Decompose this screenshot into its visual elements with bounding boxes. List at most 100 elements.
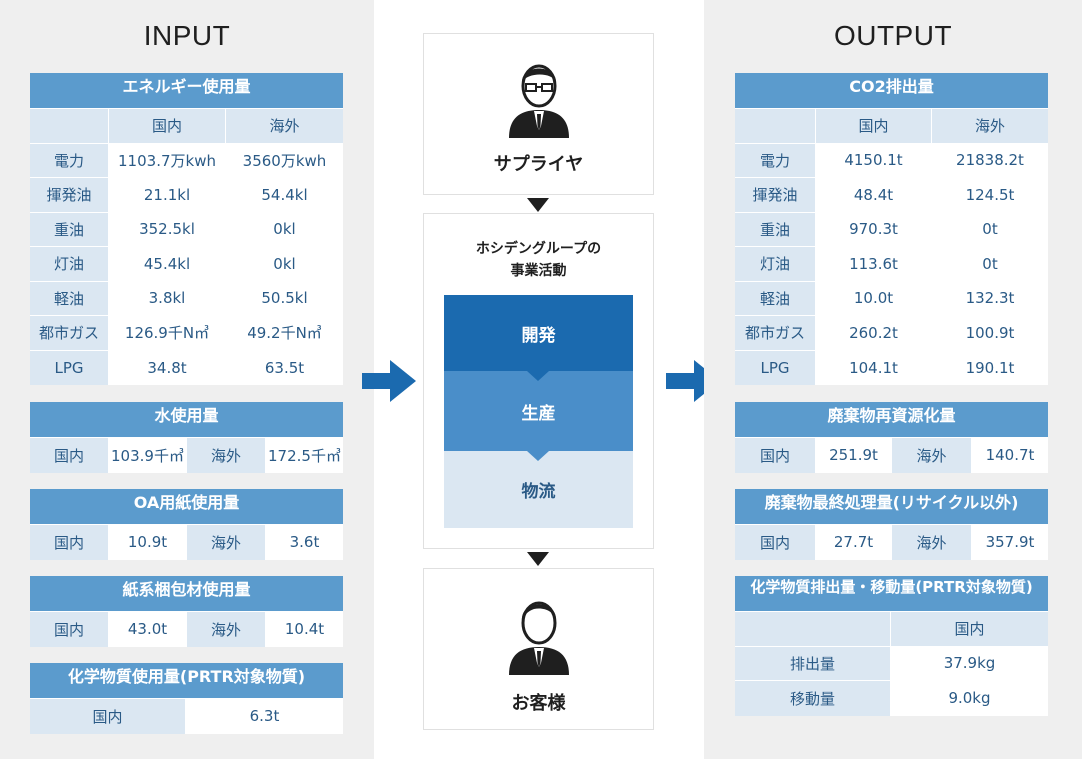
overseas-label: 海外 xyxy=(892,525,972,560)
row-label: LPG xyxy=(30,350,109,385)
step-production: 生産 xyxy=(444,371,633,451)
person-icon xyxy=(509,601,569,675)
chemical-use-table: 化学物質使用量(PRTR対象物質) 国内 6.3t xyxy=(30,663,343,734)
overseas-value: 49.2千N㎥ xyxy=(226,316,343,350)
overseas-value: 0kl xyxy=(226,212,343,246)
domestic-value: 352.5kl xyxy=(109,212,226,246)
overseas-value: 140.7t xyxy=(972,438,1048,473)
domestic-value: 4150.1t xyxy=(816,143,932,177)
overseas-value: 0t xyxy=(932,212,1048,246)
transfer-value: 9.0kg xyxy=(891,681,1048,716)
row-label: 軽油 xyxy=(735,281,816,315)
domestic-value: 3.8kl xyxy=(109,281,226,315)
arrow-right-icon xyxy=(362,360,416,402)
col-domestic: 国内 xyxy=(891,612,1048,646)
domestic-value: 260.2t xyxy=(816,316,932,350)
overseas-value: 50.5kl xyxy=(226,281,343,315)
col-domestic: 国内 xyxy=(816,109,932,143)
row-label: LPG xyxy=(735,350,816,385)
row-label: 揮発油 xyxy=(30,178,109,212)
domestic-label: 国内 xyxy=(30,612,109,647)
col-overseas: 海外 xyxy=(226,109,343,143)
overseas-value: 21838.2t xyxy=(932,143,1048,177)
row-label: 電力 xyxy=(735,143,816,177)
row-label: 揮発油 xyxy=(735,178,816,212)
overseas-label: 海外 xyxy=(892,438,972,473)
recycle-table: 廃棄物再資源化量 国内 251.9t 海外 140.7t xyxy=(735,402,1048,473)
group-title-line2: 事業活動 xyxy=(510,263,567,279)
water-table: 水使用量 国内 103.9千㎥ 海外 172.5千㎥ xyxy=(30,402,343,473)
overseas-value: 0kl xyxy=(226,247,343,281)
final-disposal-table: 廃棄物最終処理量(リサイクル以外) 国内 27.7t 海外 357.9t xyxy=(735,489,1048,560)
corner-cell xyxy=(735,109,816,143)
domestic-value: 1103.7万kwh xyxy=(109,143,226,177)
chemical-release-header: 化学物質排出量・移動量(PRTR対象物質) xyxy=(735,576,1048,612)
triangle-down-icon xyxy=(527,552,549,566)
domestic-value: 6.3t xyxy=(186,699,343,734)
co2-header: CO2排出量 xyxy=(735,73,1048,109)
domestic-value: 103.9千㎥ xyxy=(109,438,187,473)
overseas-label: 海外 xyxy=(187,525,266,560)
domestic-value: 104.1t xyxy=(816,350,932,385)
input-title: INPUT xyxy=(143,20,231,51)
row-label: 重油 xyxy=(735,212,816,246)
overseas-value: 0t xyxy=(932,247,1048,281)
release-value: 37.9kg xyxy=(891,646,1048,680)
overseas-label: 海外 xyxy=(187,612,266,647)
co2-table: CO2排出量 国内 海外 電力 4150.1t 21838.2t 揮発油 48.… xyxy=(735,73,1048,385)
row-label: 灯油 xyxy=(30,247,109,281)
notch-development xyxy=(527,371,549,381)
domestic-value: 27.7t xyxy=(816,525,892,560)
row-label: 移動量 xyxy=(735,681,891,716)
overseas-value: 100.9t xyxy=(932,316,1048,350)
overseas-value: 54.4kl xyxy=(226,178,343,212)
water-header: 水使用量 xyxy=(30,402,343,438)
row-label: 都市ガス xyxy=(735,316,816,350)
step-logistics: 物流 xyxy=(444,451,633,528)
person-with-glasses-icon xyxy=(509,64,569,138)
overseas-value: 3560万kwh xyxy=(226,143,343,177)
step-development: 開発 xyxy=(444,295,633,371)
paper-header: OA用紙使用量 xyxy=(30,489,343,525)
corner-cell xyxy=(735,612,891,646)
overseas-value: 357.9t xyxy=(972,525,1048,560)
col-overseas: 海外 xyxy=(932,109,1048,143)
chemical-use-header: 化学物質使用量(PRTR対象物質) xyxy=(30,663,343,699)
supplier-box: サプライヤ xyxy=(423,33,654,195)
customer-label: お客様 xyxy=(511,693,566,714)
paper-table: OA用紙使用量 国内 10.9t 海外 3.6t xyxy=(30,489,343,560)
energy-table: エネルギー使用量 国内 海外 電力 1103.7万kwh 3560万kwh 揮発… xyxy=(30,73,343,385)
overseas-value: 63.5t xyxy=(226,350,343,385)
domestic-label: 国内 xyxy=(735,525,816,560)
domestic-value: 21.1kl xyxy=(109,178,226,212)
row-label: 排出量 xyxy=(735,646,891,680)
domestic-value: 970.3t xyxy=(816,212,932,246)
domestic-value: 10.0t xyxy=(816,281,932,315)
domestic-value: 34.8t xyxy=(109,350,226,385)
triangle-down-icon xyxy=(527,198,549,212)
row-label: 電力 xyxy=(30,143,109,177)
domestic-label: 国内 xyxy=(30,438,109,473)
row-label: 都市ガス xyxy=(30,316,109,350)
overseas-value: 124.5t xyxy=(932,178,1048,212)
domestic-label: 国内 xyxy=(30,699,186,734)
chemical-release-table: 化学物質排出量・移動量(PRTR対象物質) 国内 排出量 37.9kg 移動量 … xyxy=(735,576,1048,716)
supplier-label: サプライヤ xyxy=(493,154,584,175)
energy-header: エネルギー使用量 xyxy=(30,73,343,109)
domestic-value: 45.4kl xyxy=(109,247,226,281)
domestic-value: 251.9t xyxy=(816,438,892,473)
final-disposal-header: 廃棄物最終処理量(リサイクル以外) xyxy=(735,489,1048,525)
overseas-value: 190.1t xyxy=(932,350,1048,385)
group-title-line1: ホシデングループの xyxy=(475,241,602,257)
overseas-value: 10.4t xyxy=(266,612,343,647)
customer-box: お客様 xyxy=(423,568,654,730)
overseas-value: 172.5千㎥ xyxy=(266,438,343,473)
domestic-label: 国内 xyxy=(735,438,816,473)
row-label: 灯油 xyxy=(735,247,816,281)
recycle-header: 廃棄物再資源化量 xyxy=(735,402,1048,438)
packaging-header: 紙系梱包材使用量 xyxy=(30,576,343,612)
domestic-value: 10.9t xyxy=(109,525,187,560)
domestic-label: 国内 xyxy=(30,525,109,560)
col-domestic: 国内 xyxy=(109,109,226,143)
domestic-value: 43.0t xyxy=(109,612,187,647)
